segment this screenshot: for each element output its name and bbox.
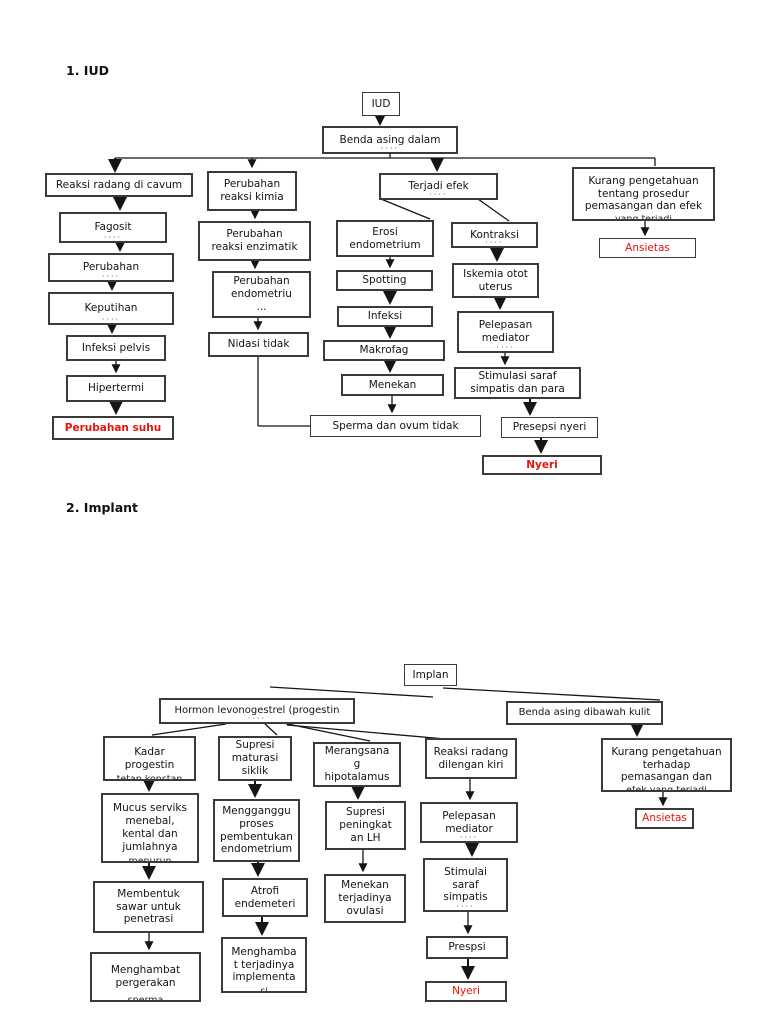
flow-node-infeksi: Infeksi <box>337 306 433 327</box>
flow-node-presepsi-nyeri: Presepsi nyeri <box>501 417 598 438</box>
flow-node-perubahan-endometrium: Perubahan endometriu ... <box>212 271 311 318</box>
flow-node-pelepasan-mediator: Pelepasan mediator <box>457 311 554 353</box>
flow-node-sperma-dan-ovum-tidak: Sperma dan ovum tidak <box>310 415 481 437</box>
flow-node-iud: IUD <box>362 92 400 116</box>
flow-node-ansietas-iud: Ansietas <box>599 238 696 258</box>
flow-node-stimulai-saraf-simpatis: Stimulai saraf simpatis <box>423 858 508 912</box>
flow-node-perubahan-reaksi-enzimatik: Perubahan reaksi enzimatik <box>198 221 311 261</box>
flow-node-mucus-serviks: Mucus serviks menebal, kental dan jumlah… <box>101 793 199 863</box>
flow-node-benda-asing-dibawah-kulit: Benda asing dibawah kulit <box>506 701 663 725</box>
flow-node-erosi-endometrium: Erosi endometrium <box>336 220 434 257</box>
flow-node-implan: Implan <box>404 664 457 686</box>
clipped-text-line: tetap konstan <box>105 775 194 779</box>
flow-node-menghambat-implementasi: Menghamba t terjadinya implementasi <box>221 937 307 993</box>
flow-node-mengganggu-pembentukan-endometrium: Mengganggu proses pembentukan endometriu… <box>213 799 300 862</box>
flow-node-perubahan: Perubahan <box>48 253 174 282</box>
flow-node-reaksi-radang-lengan-kiri: Reaksi radang dilengan kiri <box>425 738 517 779</box>
flow-node-spotting: Spotting <box>336 270 433 291</box>
flow-node-reaksi-radang-cavum: Reaksi radang di cavum <box>45 173 193 197</box>
flow-node-nidasi-tidak: Nidasi tidak <box>208 332 309 357</box>
clipped-text-line: sperma <box>92 996 199 1000</box>
flow-node-supresi-maturasi-siklik: Supresi maturasi siklik <box>218 736 292 781</box>
flow-node-prespsi: Prespsi <box>426 936 508 959</box>
flow-node-pelepasan-mediator-implant: Pelepasan mediator <box>420 802 518 843</box>
flow-node-menekan-ovulasi: Menekan terjadinya ovulasi <box>324 874 406 923</box>
flow-node-ansietas-implant: Ansietas <box>635 808 694 829</box>
flow-node-iskemia-otot-uterus: Iskemia otot uterus <box>452 263 539 298</box>
flow-node-hipertermi: Hipertermi <box>66 375 166 402</box>
flow-node-terjadi-efek: Terjadi efek <box>379 173 498 200</box>
flow-node-benda-asing-dalam: Benda asing dalam <box>322 126 458 154</box>
flow-node-atrofi-endemeteri: Atrofi endemeteri <box>222 878 308 917</box>
flow-node-kurang-pengetahuan-implant: Kurang pengetahuan terhadap pemasangan d… <box>601 738 732 792</box>
flow-node-keputihan: Keputihan <box>48 292 174 325</box>
flow-node-makrofag: Makrofag <box>323 340 445 361</box>
flow-node-perubahan-reaksi-kimia: Perubahan reaksi kimia <box>207 171 297 211</box>
flow-node-fagosit: Fagosit <box>59 212 167 243</box>
flow-node-membentuk-sawar: Membentuk sawar untuk penetrasi <box>93 881 204 933</box>
flow-node-kurang-pengetahuan-iud: Kurang pengetahuan tentang prosedur pema… <box>572 167 715 221</box>
flow-node-kadar-progestin: Kadar progestintetap konstan <box>103 736 196 781</box>
clipped-text-line: si <box>223 987 305 991</box>
flow-node-nyeri-iud: Nyeri <box>482 455 602 475</box>
flow-node-supresi-peningkatan-lh: Supresi peningkat an LH <box>325 801 406 850</box>
flow-node-stimulasi-saraf-simpatis: Stimulasi saraf simpatis dan para <box>454 367 581 399</box>
section-heading-iud: 1. IUD <box>66 63 109 78</box>
flow-node-menghambat-pergerakan-sperma: Menghambat pergerakansperma <box>90 952 201 1002</box>
clipped-text-line: efek yang terjadi <box>603 786 730 790</box>
flow-node-nyeri-implant: Nyeri <box>425 981 507 1002</box>
flow-node-infeksi-pelvis: Infeksi pelvis <box>66 335 166 361</box>
flow-node-merangsang-hipotalamus: Merangsana g hipotalamus <box>313 742 401 787</box>
flow-node-menekan: Menekan <box>341 374 444 396</box>
flow-node-perubahan-suhu: Perubahan suhu <box>52 416 174 440</box>
flow-node-hormon-levonogestrel: Hormon levonogestrel (progestin <box>159 698 355 724</box>
clipped-text-line: menurun <box>103 857 197 861</box>
flow-node-kontraksi: Kontraksi <box>451 222 538 248</box>
section-heading-implant: 2. Implant <box>66 500 139 515</box>
clipped-text-line: yang terjadi <box>574 215 713 219</box>
